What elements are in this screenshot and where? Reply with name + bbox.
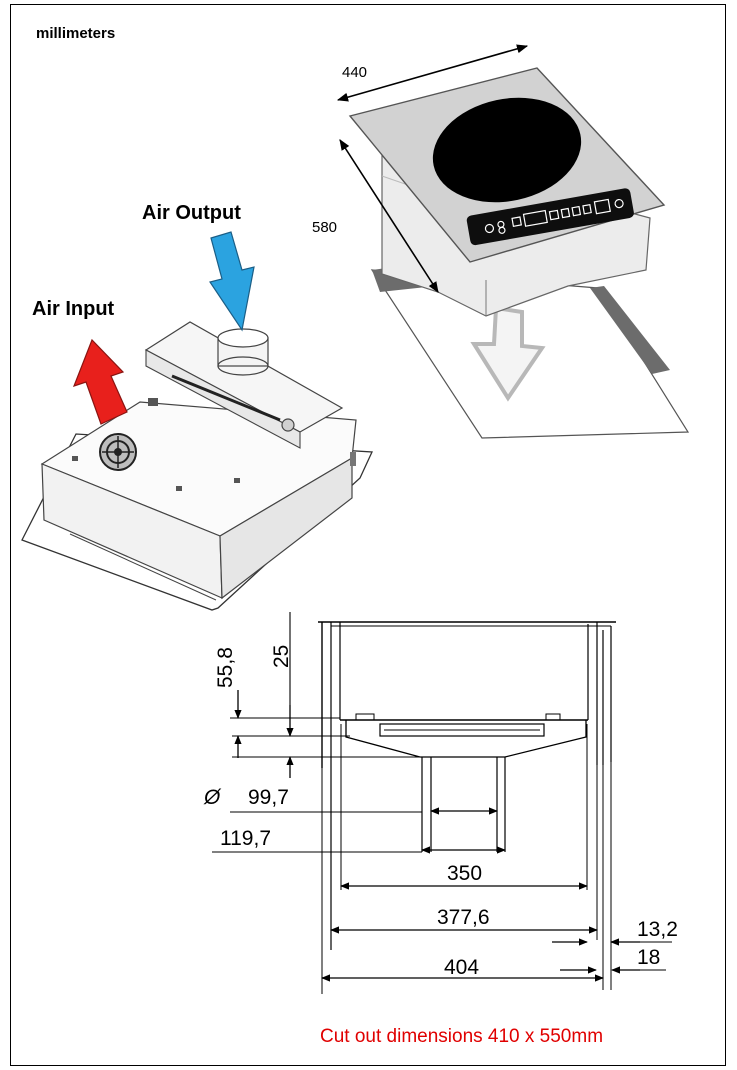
figure-frame xyxy=(10,4,726,1066)
air-output-arrow-icon xyxy=(209,231,255,332)
cooking-zone xyxy=(432,97,582,203)
units-label: millimeters xyxy=(36,25,115,42)
dim-55-8: 55,8 xyxy=(214,647,237,688)
section-drawing xyxy=(212,612,672,994)
dim-width-440: 440 xyxy=(342,64,367,81)
dim-13-2: 13,2 xyxy=(637,918,678,941)
control-panel xyxy=(466,188,634,246)
dim-depth-580: 580 xyxy=(312,219,337,236)
unit-side-face xyxy=(219,456,353,600)
extractor-unit-illustration xyxy=(21,321,373,611)
phi-symbol: Ø xyxy=(203,786,222,809)
dim-404: 404 xyxy=(444,956,479,979)
dim-377-6: 377,6 xyxy=(437,906,490,929)
air-output-label: Air Output xyxy=(142,202,241,224)
dim-119-7: 119,7 xyxy=(220,827,271,850)
cutout-note: Cut out dimensions 410 x 550mm xyxy=(320,1026,603,1047)
cutout-edge-right xyxy=(590,286,670,374)
dim-350: 350 xyxy=(447,862,482,885)
dim-25: 25 xyxy=(270,645,293,668)
fan-icon xyxy=(99,433,137,471)
dim-99-7: 99,7 xyxy=(248,786,289,809)
air-input-arrow-icon xyxy=(72,338,128,425)
insert-down-arrow-icon xyxy=(470,305,546,402)
dim-18: 18 xyxy=(637,946,660,969)
cooktop-illustration: 440 580 xyxy=(312,44,690,439)
air-input-label: Air Input xyxy=(32,298,115,320)
